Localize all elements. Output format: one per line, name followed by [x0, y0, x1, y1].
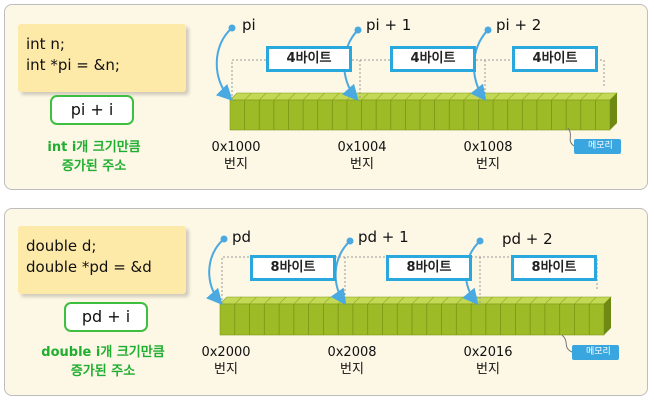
memory-tag: 메모리 [574, 139, 621, 154]
address-label: 0x2000 번지 [186, 344, 266, 378]
address-label: 0x1008 번지 [448, 139, 528, 173]
byte-size-box: 8바이트 [511, 255, 597, 281]
address-suffix: 번지 [214, 362, 238, 377]
note-line: 증가된 주소 [61, 159, 127, 174]
note-line: int i개 크기만큼 [47, 140, 141, 155]
memory-strip [219, 296, 612, 336]
double-code-box: double d; double *pd = &d [18, 226, 186, 294]
pointer-label: pi [242, 16, 256, 34]
byte-size-box: 4바이트 [390, 46, 476, 72]
pointer-expression: pi + i [50, 95, 134, 125]
byte-size-box: 4바이트 [512, 46, 598, 72]
increment-note: int i개 크기만큼 증가된 주소 [14, 138, 174, 176]
pointer-expression: pd + i [64, 302, 148, 332]
address-value: 0x1000 [211, 140, 261, 155]
code-line: double *pd = &d [26, 258, 152, 276]
address-label: 0x2016 번지 [448, 344, 528, 378]
pointer-label: pd + 1 [358, 228, 409, 246]
code-line: int n; [26, 35, 65, 53]
code-line: int *pi = &n; [26, 56, 120, 74]
pointer-label: pi + 2 [496, 16, 542, 34]
address-value: 0x1008 [463, 140, 513, 155]
code-line: double d; [26, 237, 97, 255]
address-suffix: 번지 [340, 362, 364, 377]
memory-strip [229, 92, 618, 131]
pointer-label: pi + 1 [366, 16, 412, 34]
address-value: 0x2000 [201, 345, 251, 360]
address-label: 0x2008 번지 [312, 344, 392, 378]
note-line: 증가된 주소 [70, 364, 136, 379]
address-suffix: 번지 [476, 362, 500, 377]
address-suffix: 번지 [476, 157, 500, 172]
address-value: 0x1004 [337, 140, 387, 155]
byte-size-box: 4바이트 [266, 46, 352, 72]
memory-tag: 메모리 [572, 345, 619, 360]
note-line: double i개 크기만큼 [41, 345, 165, 360]
address-suffix: 번지 [350, 157, 374, 172]
increment-note: double i개 크기만큼 증가된 주소 [18, 343, 188, 381]
address-value: 0x2008 [327, 345, 377, 360]
address-suffix: 번지 [224, 157, 248, 172]
address-label: 0x1000 번지 [196, 139, 276, 173]
byte-size-box: 8바이트 [250, 255, 336, 281]
address-value: 0x2016 [463, 345, 513, 360]
byte-size-box: 8바이트 [386, 255, 472, 281]
pointer-label: pd [232, 228, 252, 246]
pointer-label: pd + 2 [502, 230, 553, 248]
int-code-box: int n; int *pi = &n; [18, 24, 186, 92]
address-label: 0x1004 번지 [322, 139, 402, 173]
